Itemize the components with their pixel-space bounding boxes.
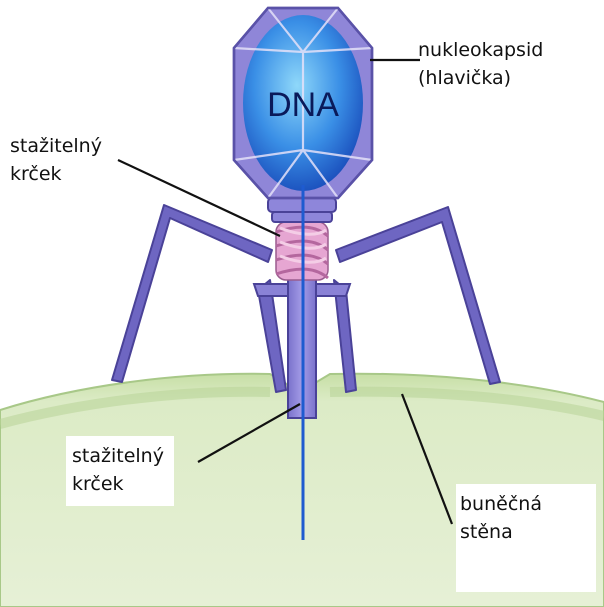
label-sheath-upper-line2: krček xyxy=(10,160,102,188)
label-sheath-lower: stažitelný krček xyxy=(66,436,174,506)
dna-label: DNA xyxy=(267,86,339,124)
label-nucleocapsid: nukleokapsid (hlavička) xyxy=(418,36,543,92)
label-sheath-lower-line1: stažitelný xyxy=(72,442,164,470)
label-cell-wall: buněčná stěna xyxy=(456,484,596,592)
label-sheath-lower-line2: krček xyxy=(72,470,164,498)
label-nucleocapsid-line1: nukleokapsid xyxy=(418,36,543,64)
label-sheath-upper: stažitelný krček xyxy=(10,132,102,188)
label-cell-wall-line1: buněčná xyxy=(460,490,592,518)
label-nucleocapsid-line2: (hlavička) xyxy=(418,64,543,92)
label-sheath-upper-line1: stažitelný xyxy=(10,132,102,160)
label-cell-wall-line2: stěna xyxy=(460,518,592,546)
